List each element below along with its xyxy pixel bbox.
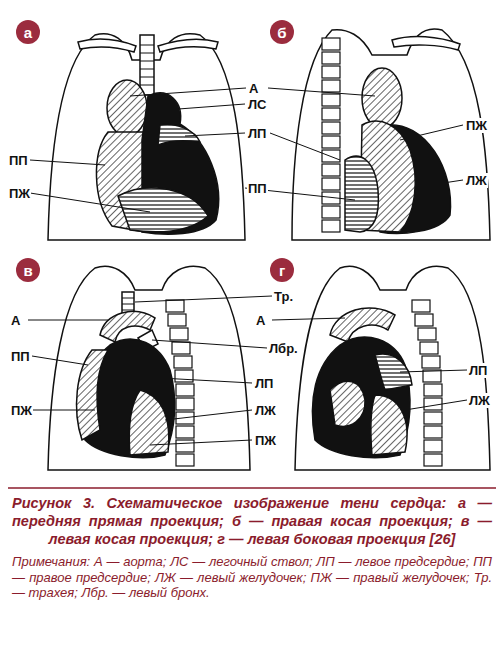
part-label: ЛЖ: [468, 393, 491, 408]
part-label: ЛЖ: [254, 403, 277, 418]
part-label: ПЖ: [10, 403, 33, 418]
part-label: Лбр.: [268, 341, 299, 356]
part-label: ПЖ: [254, 433, 277, 448]
panel-letter: а: [24, 25, 32, 40]
part-label: А: [248, 81, 259, 96]
part-label: ЛП: [247, 126, 267, 141]
part-label: ЛС: [247, 97, 268, 112]
part-label: А: [255, 313, 266, 328]
panel-letter-circle: в: [16, 258, 40, 282]
part-label: ЛЖ: [465, 173, 488, 188]
part-label: ПП: [8, 153, 29, 168]
part-label: ЛП: [254, 376, 274, 391]
panel-letter: в: [23, 263, 32, 278]
part-label: Тр.: [273, 289, 294, 304]
part-label: ПЖ: [465, 118, 488, 133]
part-label: ПП: [10, 349, 31, 364]
panel-letter-circle: б: [270, 20, 294, 44]
panel-letter-circle: г: [270, 258, 294, 282]
panel-letter: г: [279, 263, 285, 278]
panel-letter-circle: а: [16, 20, 40, 44]
part-label: ПП: [247, 181, 268, 196]
panel-letter: б: [277, 25, 286, 40]
part-label: А: [10, 313, 21, 328]
part-label: ПЖ: [8, 186, 31, 201]
figure-notes: Примечания: А — аорта; ЛС — легочный ств…: [12, 554, 492, 601]
part-label: ЛП: [468, 363, 488, 378]
figure-caption: Рисунок 3. Схематическое изображение тен…: [12, 494, 492, 548]
